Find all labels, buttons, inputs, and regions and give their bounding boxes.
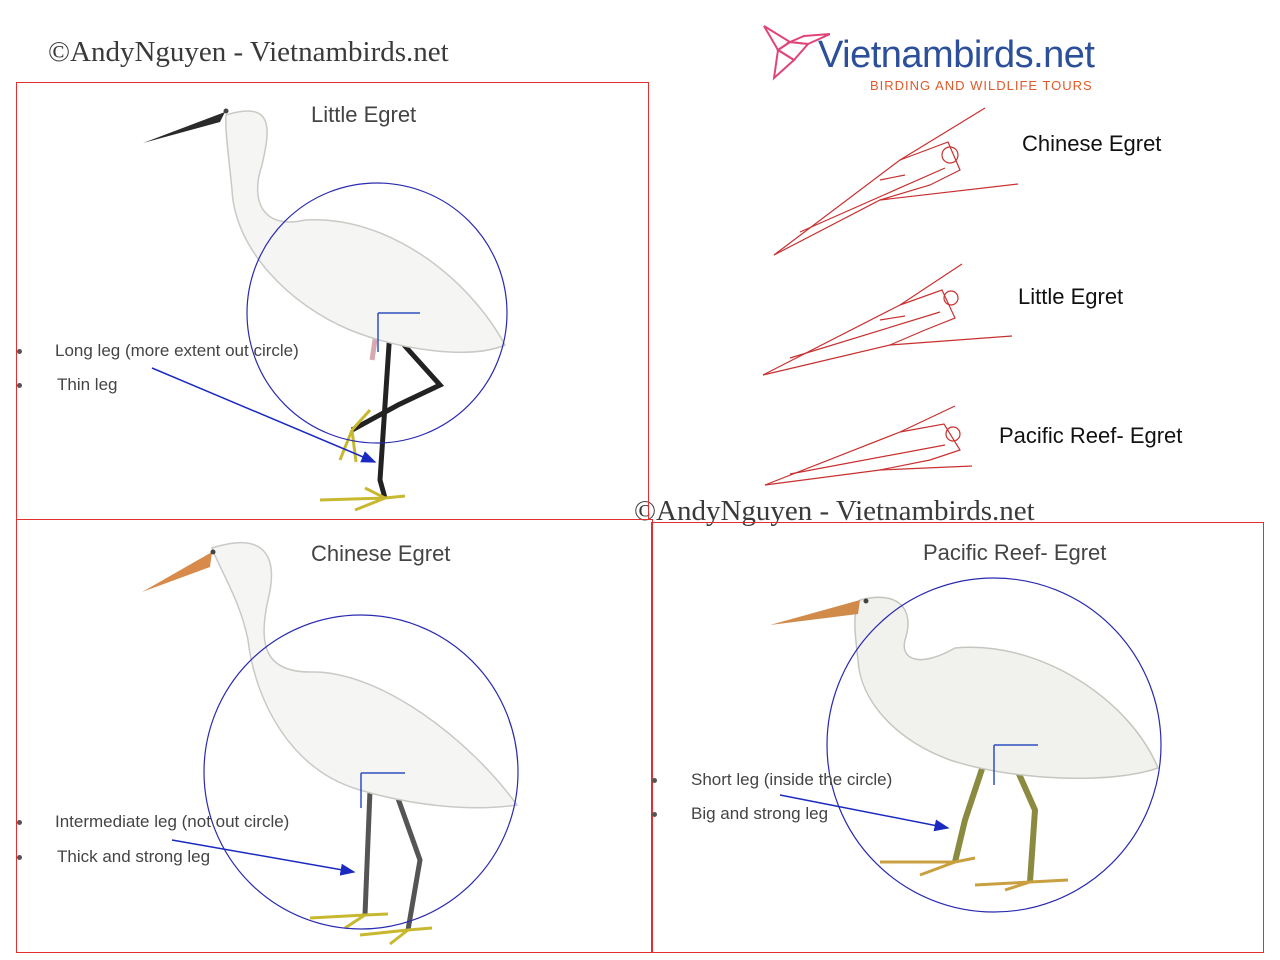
bill-label-little: Little Egret (1018, 284, 1124, 309)
chinese-egret-title: Chinese Egret (311, 541, 451, 566)
bullet-icon (652, 812, 657, 817)
bill-sketch-chinese (773, 107, 1019, 256)
bullet-icon (17, 383, 22, 388)
chinese-note-2: Thick and strong leg (57, 847, 211, 866)
watermark-middle: ©AndyNguyen - Vietnambirds.net (634, 495, 1035, 527)
bill-sketch-little (762, 263, 1013, 376)
panel-pacific-reef-egret (651, 522, 1264, 953)
little-egret-illustration (143, 108, 508, 512)
bullet-icon (652, 778, 657, 783)
bullet-icon (17, 820, 22, 825)
pacific-note-1: Short leg (inside the circle) (691, 770, 893, 789)
bullet-icon (17, 349, 22, 354)
bill-sketch-pacific (764, 405, 973, 486)
chinese-egret-illustration (142, 542, 519, 946)
vietnambirds-logo: Vietnambirds.net BIRDING AND WILDLIFE TO… (760, 20, 1095, 100)
little-note-1: Long leg (more extent out circle) (55, 341, 299, 360)
logo-name: Vietnambirds.net (818, 34, 1095, 76)
hummingbird-logo-icon (763, 25, 830, 81)
pacific-reef-egret-illustration (770, 577, 1162, 913)
bullet-icon (17, 855, 22, 860)
pacific-note-2: Big and strong leg (691, 804, 829, 823)
logo-tagline: BIRDING AND WILDLIFE TOURS (870, 78, 1093, 93)
bill-label-pacific: Pacific Reef- Egret (999, 423, 1183, 448)
watermark-top: ©AndyNguyen - Vietnambirds.net (48, 36, 449, 68)
little-note-2: Thin leg (57, 375, 118, 394)
bill-label-chinese: Chinese Egret (1022, 131, 1162, 156)
little-egret-title: Little Egret (311, 102, 417, 127)
chinese-note-1: Intermediate leg (not out circle) (55, 812, 290, 831)
pacific-reef-egret-title: Pacific Reef- Egret (923, 540, 1107, 565)
panel-chinese-egret (16, 519, 653, 953)
